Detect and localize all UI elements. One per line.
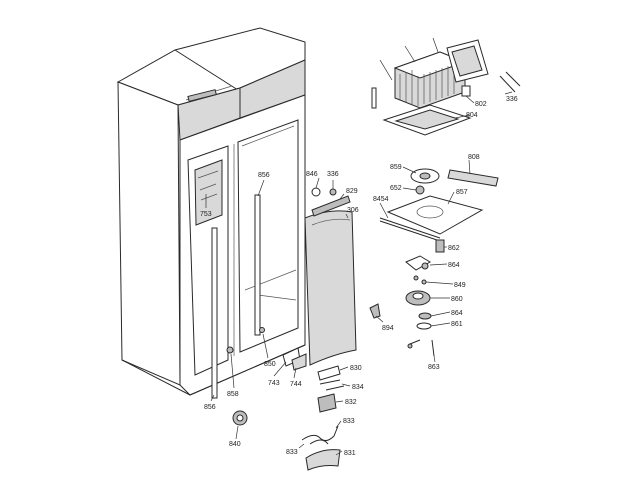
door-panel-306 — [304, 210, 357, 366]
label-8454: 8454 — [373, 196, 389, 203]
label-894: 894 — [382, 325, 394, 332]
refrigerator-cabinet — [116, 27, 306, 396]
label-804: 804 — [466, 112, 478, 119]
label-862: 862 — [448, 245, 460, 252]
leader-lines — [205, 37, 513, 456]
rod-8454 — [379, 217, 441, 242]
rod-left-unit — [371, 87, 377, 109]
label-858: 858 — [227, 391, 239, 398]
cover-plate-336 — [446, 39, 489, 83]
assembly-864-upper — [405, 255, 431, 271]
label-652: 652 — [390, 185, 402, 192]
screw-858 — [226, 346, 234, 354]
connector-336-top — [499, 71, 521, 93]
cooling-unit-assembly — [393, 51, 467, 109]
label-863: 863 — [428, 364, 440, 371]
screw-850 — [259, 327, 265, 333]
fan-motor-652 — [415, 185, 425, 195]
trim-strip-856-a — [254, 194, 261, 336]
label-857: 857 — [456, 189, 468, 196]
label-831: 831 — [344, 450, 356, 457]
label-306: 306 — [347, 207, 359, 214]
label-336-top: 336 — [506, 96, 518, 103]
part-862 — [435, 239, 445, 253]
label-859: 859 — [390, 164, 402, 171]
label-830: 830 — [350, 365, 362, 372]
tray-804 — [382, 104, 472, 136]
hinge-832 — [317, 393, 337, 413]
label-849: 849 — [454, 282, 466, 289]
plate-857 — [386, 195, 484, 235]
small-part-802 — [461, 85, 471, 97]
screw-894 — [369, 303, 381, 319]
part-849 — [413, 275, 427, 285]
label-856-lower: 856 — [204, 404, 216, 411]
part-number-labels: 808 802 804 336 859 652 857 8454 862 864… — [200, 96, 518, 457]
label-840: 840 — [229, 441, 241, 448]
label-834: 834 — [352, 384, 364, 391]
wire-833 — [301, 425, 339, 445]
cover-831 — [305, 449, 341, 471]
label-833-right: 833 — [343, 418, 355, 425]
label-864-lower: 864 — [451, 310, 463, 317]
label-808: 808 — [468, 154, 480, 161]
clip-846-336 — [311, 187, 337, 197]
fan-859 — [410, 168, 440, 184]
motor-860 — [405, 290, 431, 306]
label-336-door: 336 — [327, 171, 339, 178]
label-802: 802 — [475, 101, 487, 108]
handle-829 — [311, 195, 351, 217]
strip-808 — [447, 169, 499, 187]
label-861: 861 — [451, 321, 463, 328]
hinge-834 — [319, 379, 345, 391]
label-743: 743 — [268, 380, 280, 387]
label-753: 753 — [200, 211, 212, 218]
label-856-upper: 856 — [258, 172, 270, 179]
trim-strip-856-b — [211, 227, 218, 399]
label-832: 832 — [345, 399, 357, 406]
label-744: 744 — [290, 381, 302, 388]
label-846: 846 — [306, 171, 318, 178]
washer-864-lower — [418, 312, 432, 320]
label-860: 860 — [451, 296, 463, 303]
fitting-840 — [232, 410, 248, 426]
label-829: 829 — [346, 188, 358, 195]
part-861 — [416, 322, 432, 330]
hinge-830 — [317, 365, 341, 381]
label-864-upper: 864 — [448, 262, 460, 269]
label-850: 850 — [264, 361, 276, 368]
clip-863 — [407, 339, 435, 357]
bracket-744 — [291, 353, 307, 371]
label-833-left: 833 — [286, 449, 298, 456]
